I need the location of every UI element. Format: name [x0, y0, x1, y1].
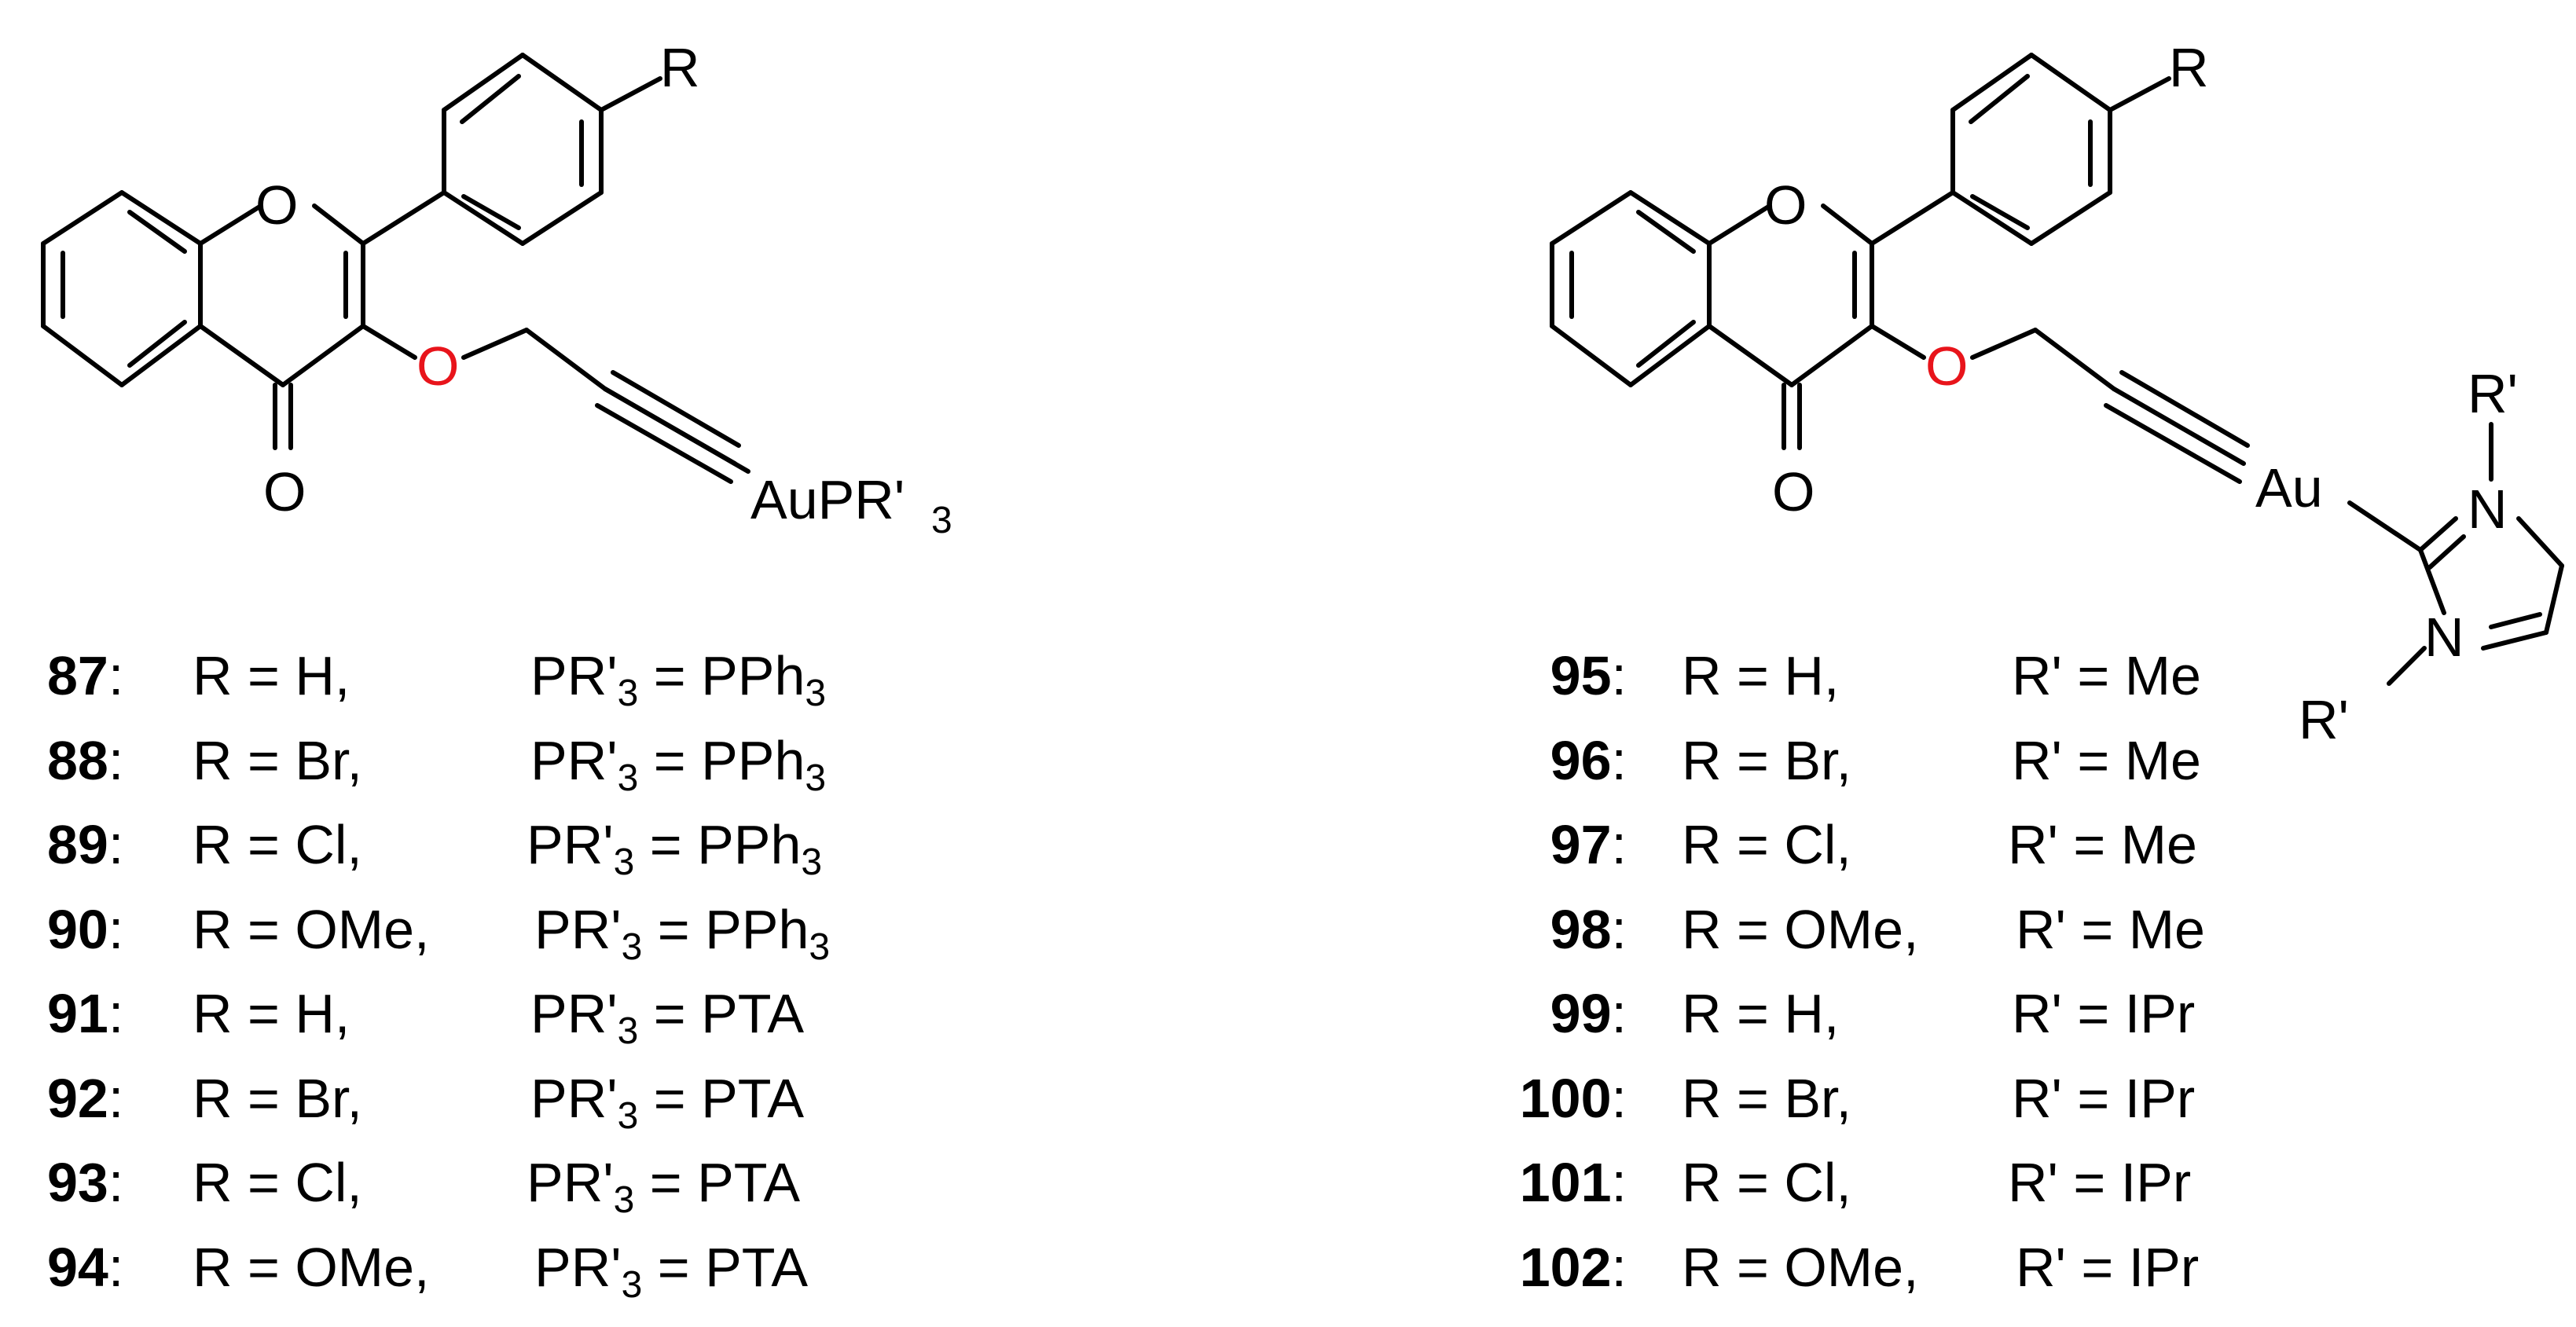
r-substituent: R = Br,: [1682, 1068, 1851, 1129]
right-carbonyl-oxygen-label: O: [1772, 461, 1815, 522]
phosphine-ligand: PR'3 = PTA: [530, 1068, 805, 1137]
r-prime-substituent: R' = Me: [2008, 814, 2197, 875]
right-ether-oxygen-label: O: [1925, 335, 1968, 397]
left-r-group-label: R: [660, 37, 700, 98]
r-substituent: R = Br,: [1682, 730, 1851, 791]
r-substituent: R = OMe,: [1682, 899, 1919, 960]
right-list-item: 100: R = Br, R' = IPr: [1493, 1059, 2240, 1138]
r-substituent: R = H,: [193, 983, 350, 1044]
right-list-item: 96: R = Br, R' = Me: [1493, 721, 2240, 800]
compound-number: 87: [47, 645, 108, 706]
compound-number: 88: [47, 730, 108, 791]
left-gold-phosphine-subscript: 3: [931, 500, 952, 541]
compound-number: 92: [47, 1068, 108, 1129]
compound-number: 89: [47, 814, 108, 875]
right-list-item: 101: R = Cl, R' = IPr: [1493, 1143, 2240, 1222]
right-list-item: 97: R = Cl, R' = Me: [1493, 805, 2240, 884]
r-prime-substituent: R' = IPr: [2012, 1068, 2196, 1129]
left-ring-oxygen-label: O: [255, 174, 298, 236]
phosphine-ligand: PR'3 = PTA: [527, 1152, 801, 1221]
compound-number: 99: [1550, 983, 1612, 1044]
r-substituent: R = Br,: [193, 1068, 362, 1129]
right-list-item: 98: R = OMe, R' = Me: [1493, 890, 2240, 969]
compound-number: 95: [1550, 645, 1612, 706]
r-substituent: R = OMe,: [193, 899, 430, 960]
r-prime-top-label: R': [2468, 363, 2518, 424]
r-prime-bottom-label: R': [2299, 689, 2349, 750]
compound-number: 98: [1550, 899, 1612, 960]
right-flavone-structure: [1550, 53, 2564, 686]
left-flavone-structure: [41, 53, 750, 484]
right-gold-label: Au: [2255, 457, 2323, 519]
r-prime-substituent: R' = IPr: [2008, 1152, 2192, 1213]
r-prime-substituent: R' = IPr: [2012, 983, 2196, 1044]
phosphine-ligand: PR'3 = PPh3: [530, 645, 827, 714]
r-prime-substituent: R' = Me: [2012, 730, 2201, 791]
left-carbonyl-oxygen-label: O: [263, 461, 306, 522]
r-substituent: R = H,: [1682, 645, 1840, 706]
phosphine-ligand: PR'3 = PPh3: [534, 899, 831, 968]
phosphine-ligand: PR'3 = PTA: [530, 983, 805, 1052]
compound-number: 93: [47, 1152, 108, 1213]
compound-number: 96: [1550, 730, 1612, 791]
compound-number: 94: [47, 1237, 108, 1298]
r-substituent: R = Br,: [193, 730, 362, 791]
r-substituent: R = OMe,: [193, 1237, 430, 1298]
r-substituent: R = Cl,: [1682, 814, 1851, 875]
r-substituent: R = H,: [1682, 983, 1840, 1044]
r-substituent: R = Cl,: [1682, 1152, 1851, 1213]
r-prime-substituent: R' = Me: [2016, 899, 2205, 960]
left-ether-oxygen-label: O: [416, 335, 459, 397]
compound-number: 100: [1519, 1068, 1612, 1129]
compound-number: 90: [47, 899, 108, 960]
compound-number: 97: [1550, 814, 1612, 875]
right-list-item: 102: R = OMe, R' = IPr: [1493, 1228, 2240, 1307]
imidazole-n-top-label: N: [2468, 478, 2508, 540]
compound-number: 91: [47, 983, 108, 1044]
left-gold-phosphine-label: AuPR': [750, 469, 905, 530]
r-substituent: R = Cl,: [193, 1152, 362, 1213]
phosphine-ligand: PR'3 = PPh3: [527, 814, 823, 883]
r-prime-substituent: R' = Me: [2012, 645, 2201, 706]
compound-number: 101: [1519, 1152, 1612, 1213]
compound-number: 102: [1519, 1237, 1612, 1298]
imidazole-n-bottom-label: N: [2424, 607, 2464, 668]
phosphine-ligand: PR'3 = PTA: [534, 1237, 809, 1306]
right-r-group-label: R: [2169, 37, 2209, 98]
right-ring-oxygen-label: O: [1764, 174, 1807, 236]
right-list-item: 99: R = H, R' = IPr: [1493, 974, 2240, 1053]
r-substituent: R = Cl,: [193, 814, 362, 875]
r-substituent: R = OMe,: [1682, 1237, 1919, 1298]
r-substituent: R = H,: [193, 645, 350, 706]
phosphine-ligand: PR'3 = PPh3: [530, 730, 827, 799]
r-prime-substituent: R' = IPr: [2016, 1237, 2200, 1298]
right-list-item: 95: R = H, R' = Me: [1493, 636, 2240, 715]
